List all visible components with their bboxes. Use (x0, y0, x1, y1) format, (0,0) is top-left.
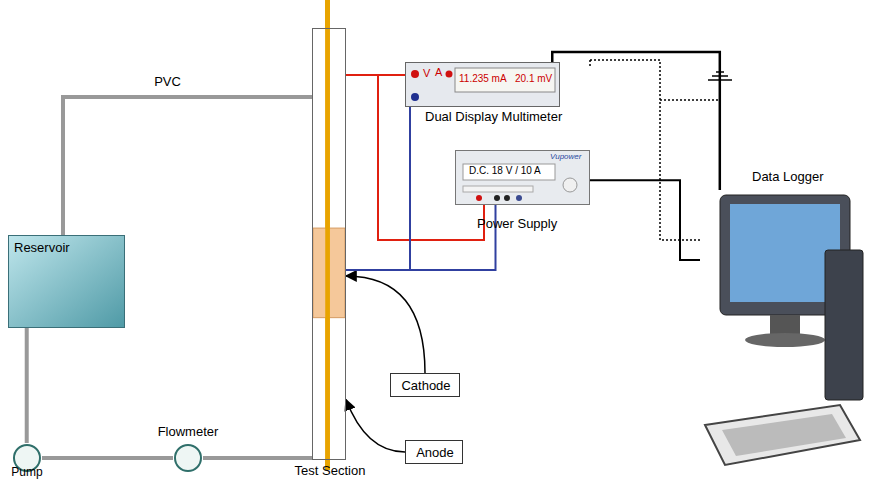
node-text: Vupower (550, 152, 581, 161)
flowmeter-symbol: Flowmeter (173, 443, 203, 473)
label-box: Anode (405, 440, 463, 464)
connector (346, 205, 496, 270)
node-text: Power Supply (477, 217, 557, 232)
node-text: Flowmeter (158, 425, 219, 440)
node-text: Cathode (401, 379, 450, 394)
data-logger-computer: Data Logger (700, 190, 865, 470)
connector (42, 456, 173, 460)
ground-wire (589, 60, 591, 68)
test-section: Test Section (312, 28, 346, 460)
connector (346, 276, 425, 373)
connector (203, 456, 312, 460)
node-text: A (435, 66, 442, 79)
node-text: Test Section (295, 464, 366, 479)
node-text: 11.235 mA (459, 73, 507, 85)
ground-wire (660, 80, 720, 100)
connector (346, 400, 405, 452)
node-text: 20.1 mV (515, 73, 552, 85)
power-supply: VupowerD.C. 18 V / 10 APower Supply (455, 150, 590, 205)
blue-wire (410, 100, 416, 270)
electrode-rod (325, 0, 330, 470)
pipe-label: PVC (152, 74, 183, 89)
cathode-block (313, 29, 345, 459)
node-text: Dual Display Multimeter (425, 110, 562, 125)
node-text: Data Logger (752, 170, 824, 185)
connector (346, 74, 405, 76)
node-text: D.C. 18 V / 10 A (469, 165, 541, 177)
label-box: Cathode (390, 373, 460, 397)
reservoir-box: Reservoir (8, 235, 125, 328)
node-text: Reservoir (14, 241, 70, 256)
connector (63, 97, 312, 235)
ground-wire (590, 60, 700, 240)
connector (25, 328, 29, 443)
connector (590, 180, 700, 260)
pump-symbol: Pump (12, 443, 42, 473)
node-text: V (423, 67, 430, 80)
computer-icon (700, 190, 865, 470)
dual-display-multimeter: VA11.235 mA20.1 mVDual Display Multimete… (405, 62, 560, 107)
circle-symbol (173, 443, 203, 473)
node-text: Anode (416, 446, 454, 461)
node-text: Pump (11, 466, 42, 480)
